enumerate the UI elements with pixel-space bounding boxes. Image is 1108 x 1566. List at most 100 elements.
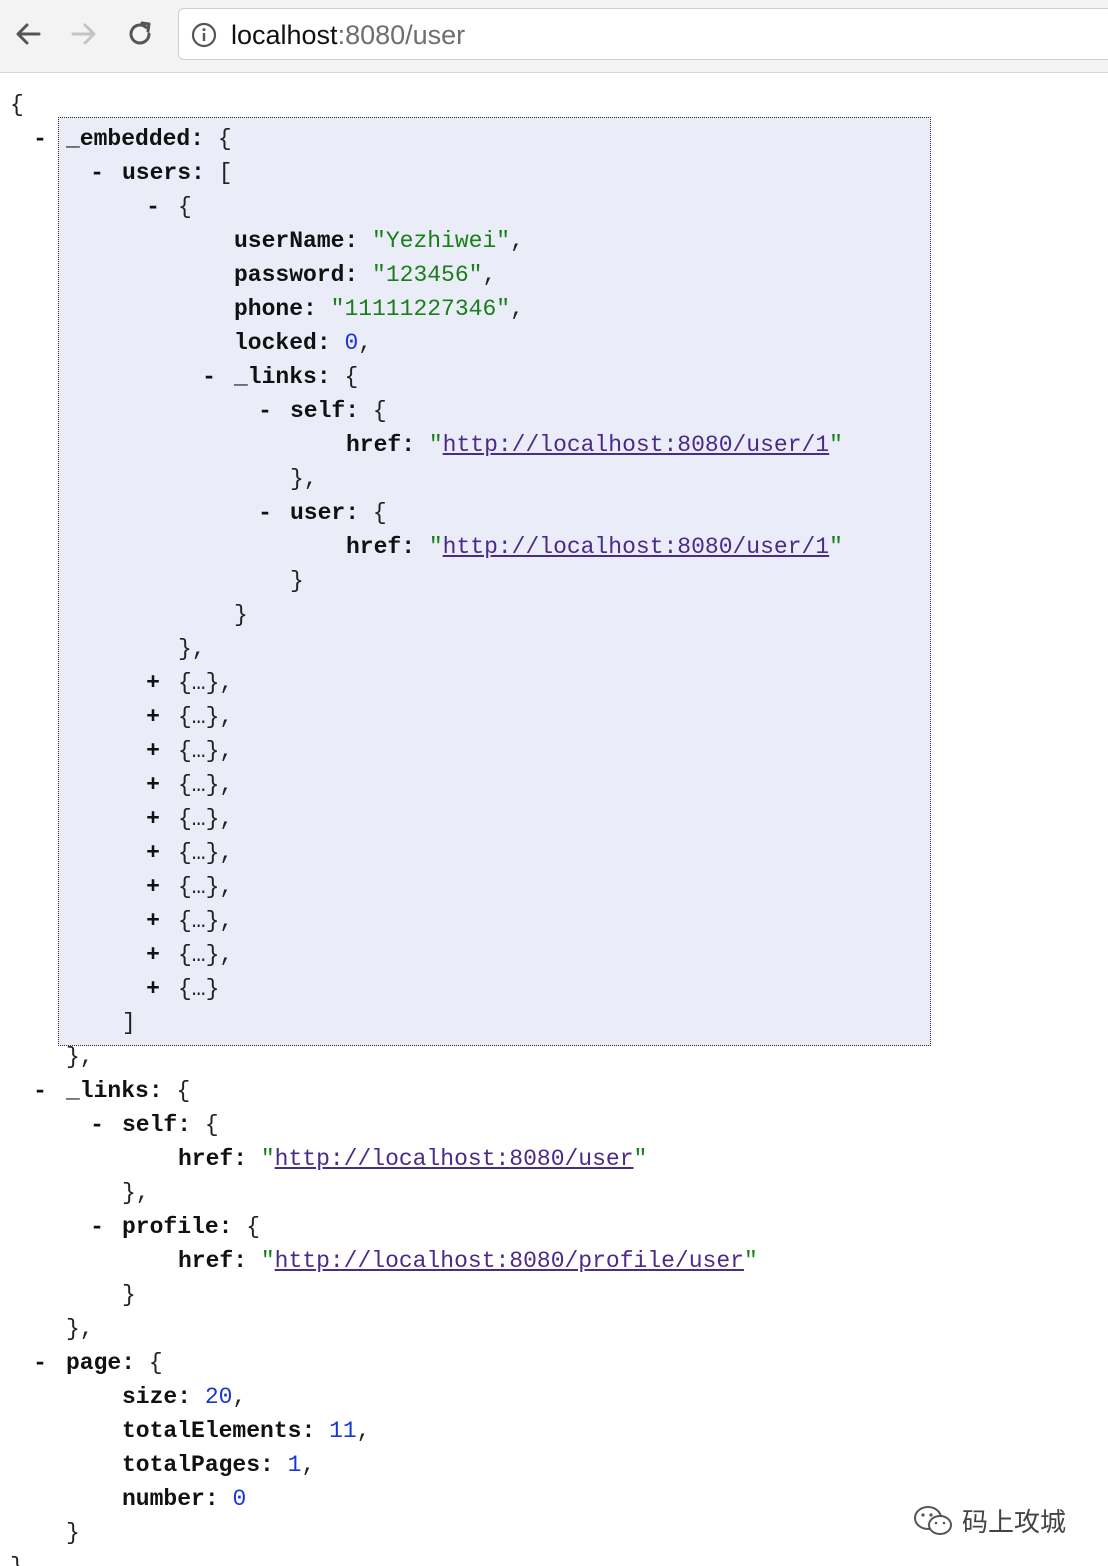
json-line: } <box>10 1550 1100 1566</box>
json-line: -profile: { <box>10 1210 1100 1244</box>
json-key: page <box>66 1350 122 1376</box>
collapsed-object[interactable]: {…}, <box>178 704 234 730</box>
list-item: + {…}, <box>10 904 1100 938</box>
address-bar[interactable]: localhost:8080/user <box>178 8 1108 60</box>
json-line: { <box>10 92 24 118</box>
json-key: _embedded <box>66 126 191 152</box>
json-number-value: 11 <box>329 1418 357 1444</box>
json-number-value: 20 <box>204 1384 233 1410</box>
expand-toggle[interactable]: + <box>146 942 160 968</box>
collapse-toggle[interactable]: - <box>258 500 272 526</box>
collapsed-object[interactable]: {…}, <box>178 840 234 866</box>
json-line: password: "123456", <box>234 262 497 288</box>
embedded-highlight <box>58 117 931 1046</box>
url-text[interactable]: localhost:8080/user <box>231 19 465 51</box>
browser-toolbar: localhost:8080/user <box>0 0 1108 73</box>
json-line: href: "http://localhost:8080/user/1" <box>346 534 843 560</box>
watermark-text: 码上攻城 <box>962 1508 1067 1538</box>
expand-toggle[interactable]: + <box>146 806 160 832</box>
list-item: + {…}, <box>10 734 1100 768</box>
expand-toggle[interactable]: + <box>146 874 160 900</box>
json-line: -self: { <box>10 1108 1100 1142</box>
json-line: -user: { <box>10 496 1100 530</box>
expand-toggle[interactable]: + <box>146 908 160 934</box>
list-item: + {…}, <box>10 802 1100 836</box>
json-key: totalElements <box>122 1418 302 1444</box>
collapse-toggle[interactable]: - <box>90 1214 104 1240</box>
json-key: userName <box>234 228 345 254</box>
collapsed-object[interactable]: {…}, <box>178 806 234 832</box>
json-line: locked: 0, <box>234 330 373 356</box>
watermark: 码上攻城 <box>912 1502 1066 1539</box>
collapsed-object[interactable]: {…}, <box>178 942 234 968</box>
json-number-value: 0 <box>232 1486 247 1512</box>
self-href-link[interactable]: http://localhost:8080/user/1 <box>442 432 830 458</box>
forward-button[interactable] <box>64 14 104 54</box>
user-href-link[interactable]: http://localhost:8080/user/1 <box>442 534 830 560</box>
json-line: phone: "11111227346", <box>234 296 524 322</box>
expand-toggle[interactable]: + <box>146 738 160 764</box>
list-item: + {…}, <box>10 768 1100 802</box>
collapse-toggle[interactable]: - <box>33 126 47 152</box>
json-key: password <box>234 262 345 288</box>
back-button[interactable] <box>8 14 48 54</box>
json-key: href <box>178 1248 234 1274</box>
json-line: }, <box>66 1316 94 1342</box>
json-line: } <box>234 602 248 628</box>
collapse-toggle[interactable]: - <box>33 1350 47 1376</box>
json-number-value: 0 <box>344 330 359 356</box>
info-icon[interactable] <box>191 22 217 48</box>
json-line: -_links: { <box>10 360 1100 394</box>
json-key: href <box>346 432 402 458</box>
json-line: }, <box>178 636 206 662</box>
json-key: totalPages <box>122 1452 261 1478</box>
list-item: + {…} <box>10 972 1100 1006</box>
json-key: _links <box>66 1078 149 1104</box>
json-line: } <box>290 568 304 594</box>
collapsed-object[interactable]: {…}, <box>178 670 234 696</box>
json-line: totalElements: 11, <box>122 1418 371 1444</box>
json-key: href <box>178 1146 234 1172</box>
expand-toggle[interactable]: + <box>146 772 160 798</box>
collapse-toggle[interactable]: - <box>202 364 216 390</box>
collapse-toggle[interactable]: - <box>258 398 272 424</box>
json-key: href <box>346 534 402 560</box>
json-line: totalPages: 1, <box>122 1452 316 1478</box>
collapse-toggle[interactable]: - <box>90 1112 104 1138</box>
collapsed-object[interactable]: {…} <box>178 976 220 1002</box>
collapse-toggle[interactable]: - <box>33 1078 47 1104</box>
expand-toggle[interactable]: + <box>146 976 160 1002</box>
arrow-right-icon <box>71 23 96 45</box>
list-item: + {…}, <box>10 836 1100 870</box>
links-self-href-link[interactable]: http://localhost:8080/user <box>274 1146 634 1172</box>
collapsed-object[interactable]: {…}, <box>178 772 234 798</box>
collapsed-object[interactable]: {…}, <box>178 874 234 900</box>
url-path: :8080/user <box>337 20 466 50</box>
json-string-value: "Yezhiwei" <box>372 228 511 254</box>
expand-toggle[interactable]: + <box>146 840 160 866</box>
json-line: -self: { <box>10 394 1100 428</box>
json-key: profile <box>122 1214 219 1240</box>
expand-toggle[interactable]: + <box>146 704 160 730</box>
profile-href-link[interactable]: http://localhost:8080/profile/user <box>274 1248 744 1274</box>
json-line: href: "http://localhost:8080/profile/use… <box>178 1248 758 1274</box>
collapsed-object[interactable]: {…}, <box>178 738 234 764</box>
expand-toggle[interactable]: + <box>146 670 160 696</box>
reload-icon <box>129 21 151 45</box>
json-line: }, <box>66 1044 94 1070</box>
wechat-icon <box>914 1505 952 1535</box>
collapse-toggle[interactable]: - <box>90 160 104 186</box>
collapsed-object[interactable]: {…}, <box>178 908 234 934</box>
json-key: self <box>122 1112 178 1138</box>
collapse-toggle[interactable]: - <box>146 194 160 220</box>
reload-button[interactable] <box>120 14 160 54</box>
json-line: -_embedded: { <box>10 122 1100 156</box>
json-key: locked <box>234 330 317 356</box>
json-line: -{ <box>10 190 1100 224</box>
json-line: } <box>122 1282 136 1308</box>
json-line: }, <box>122 1180 150 1206</box>
json-line: -_links: { <box>10 1074 1100 1108</box>
json-line: userName: "Yezhiwei", <box>234 228 524 254</box>
json-line: } <box>66 1520 80 1546</box>
json-line: -page: { <box>10 1346 1100 1380</box>
